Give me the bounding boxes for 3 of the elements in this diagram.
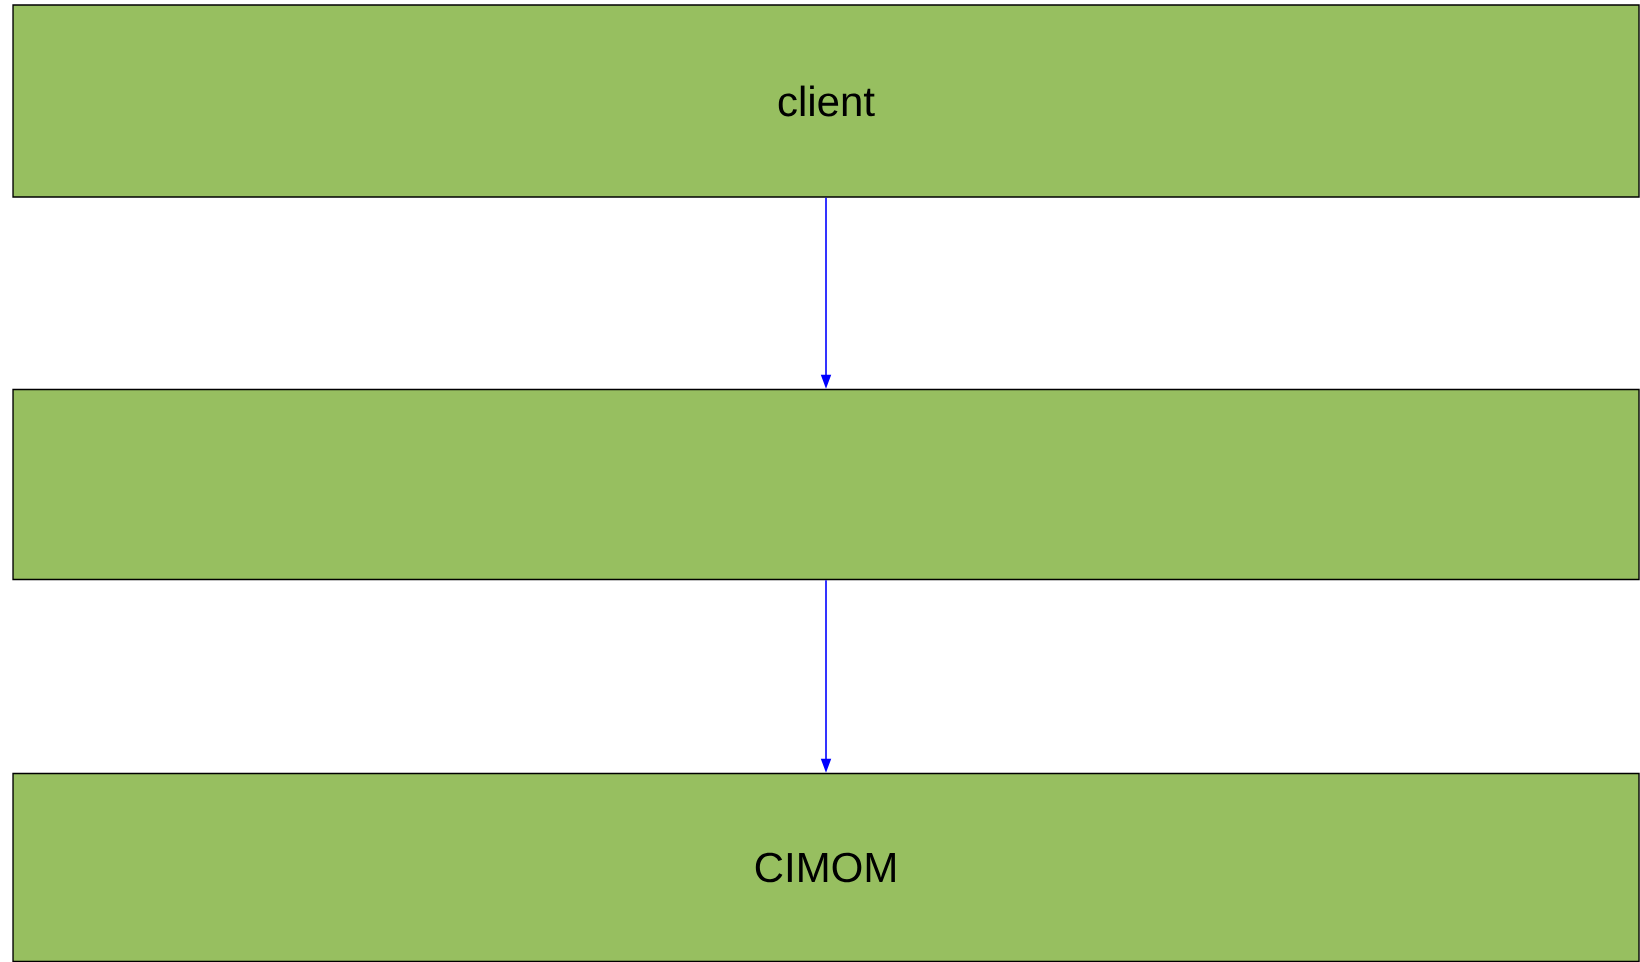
process-box: client — [12, 4, 1640, 198]
empty-box — [12, 388, 1640, 581]
process-box: CIMOM — [12, 772, 1640, 962]
